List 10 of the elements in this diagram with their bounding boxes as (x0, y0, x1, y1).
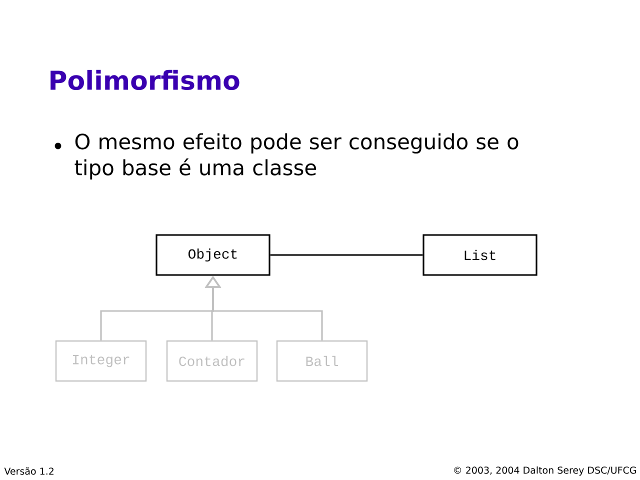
class-box: Ball (276, 340, 368, 382)
version-note: Versão 1.2 (4, 467, 54, 475)
copyright-note: © 2003, 2004 Dalton Serey DSC/UFCG (454, 466, 636, 476)
slide-title: Polimorfismo (50, 70, 240, 90)
class-box: List (422, 234, 538, 276)
association-line (270, 254, 423, 256)
class-box: Contador (166, 340, 258, 382)
bullet-text: O mesmo efeito pode ser conseguido se o tipo base é uma classe (74, 133, 518, 180)
class-box: Integer (55, 340, 147, 382)
class-box: Object (156, 234, 270, 276)
